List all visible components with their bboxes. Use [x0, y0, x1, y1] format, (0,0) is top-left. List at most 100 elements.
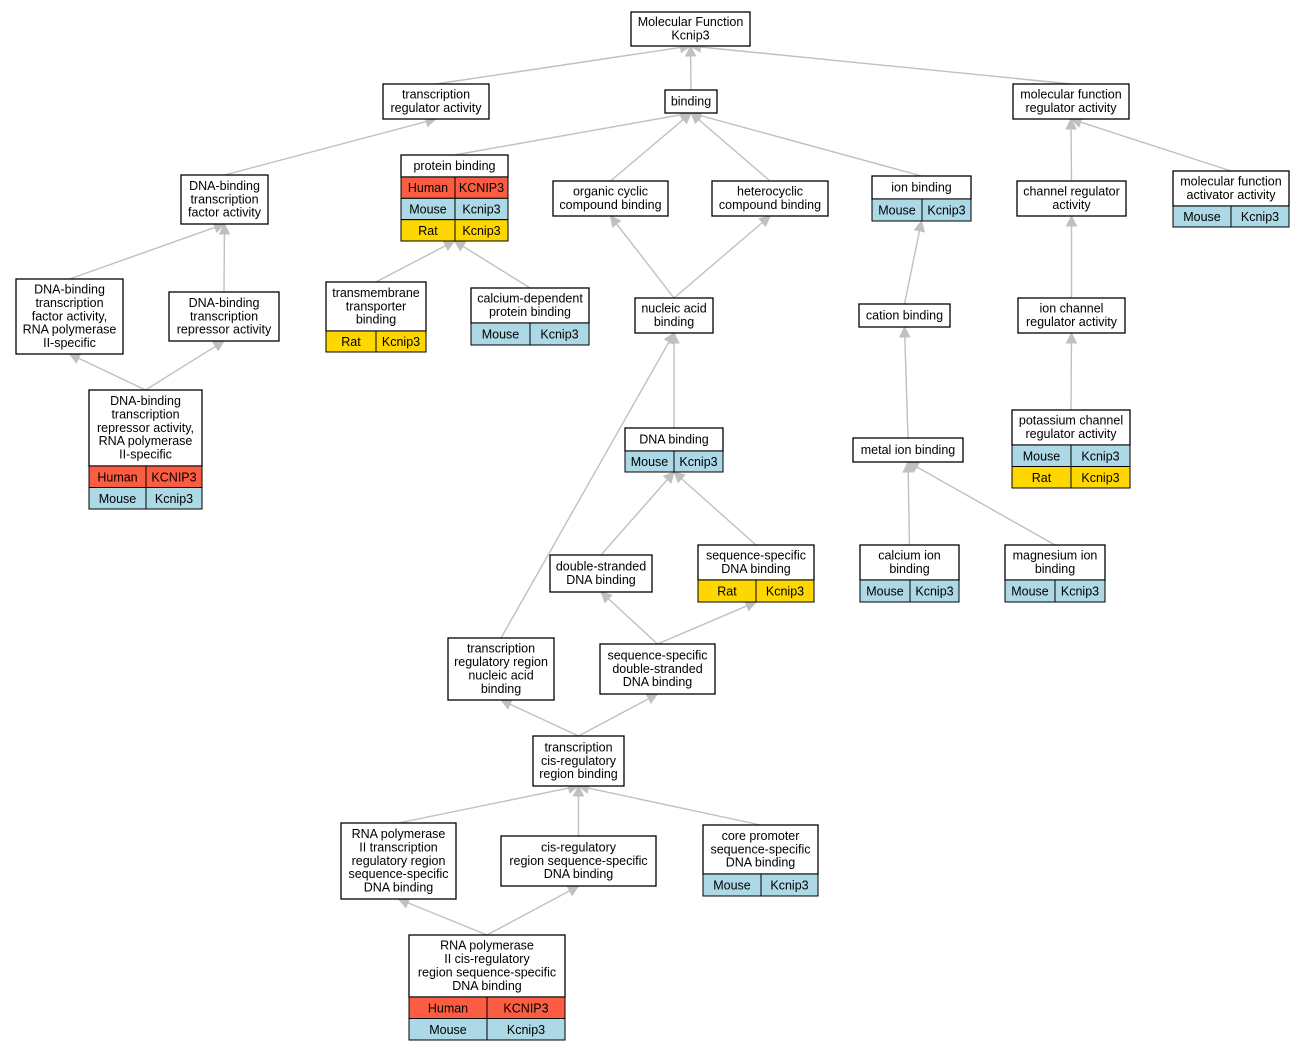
edge-dsdb-to-dnab: [600, 471, 675, 556]
edge-rp2cr-to-rp2tr: [397, 897, 488, 936]
edge-line: [462, 245, 531, 289]
node-label-box: [500, 835, 657, 887]
edge-dbtra2-to-dbtra: [145, 340, 225, 391]
edge-line: [78, 357, 146, 391]
gene-label: Kcnip3: [540, 328, 578, 342]
node-label-line: cation binding: [866, 308, 943, 322]
species-label: Mouse: [99, 492, 137, 506]
edge-tcrrb-to-ssdsdb: [578, 693, 659, 737]
node-label-box: [858, 303, 951, 328]
arrowhead-icon: [572, 784, 585, 797]
node-label-line: sequence-specific: [710, 842, 810, 856]
gene-cell: [673, 450, 724, 473]
node-bind[interactable]: binding: [664, 89, 718, 114]
edge-line: [500, 341, 670, 639]
node-label-line: calcium ion: [878, 549, 941, 563]
species-label: Mouse: [482, 328, 520, 342]
node-label-box: [532, 735, 625, 787]
arrowhead-icon: [673, 471, 686, 484]
node-label-line: transporter: [346, 299, 406, 313]
gene-label: Kcnip3: [382, 335, 420, 349]
arrowhead-icon: [902, 460, 914, 473]
node-label-line: DNA binding: [623, 675, 693, 689]
arrowhead-icon: [684, 44, 697, 57]
edge-nab-to-hcb: [673, 215, 771, 299]
gene-cell: [486, 1018, 566, 1041]
node-label-line: DNA-binding: [34, 282, 105, 296]
species-label: Mouse: [631, 455, 669, 469]
node-label-box: [1011, 409, 1131, 446]
node-label-line: transcription: [402, 88, 470, 102]
edge-cib-to-mib: [902, 460, 914, 546]
edge-dbtfa2-to-dbtfa: [69, 222, 226, 280]
arrowhead-icon: [679, 112, 692, 125]
edge-mfaa-to-mfra: [1069, 116, 1232, 172]
arrowhead-icon: [68, 353, 82, 364]
edge-pb-to-bind: [454, 109, 693, 156]
edge-ssdsdb-to-ssdb: [657, 600, 758, 645]
node-label-line: region sequence-specific: [418, 965, 556, 979]
node-label-line: repressor activity: [177, 323, 272, 337]
edge-line: [375, 245, 446, 283]
edge-rp2cr-to-crrss: [486, 885, 580, 936]
node-label-line: core promoter: [722, 829, 800, 843]
node-label-line: sequence-specific: [607, 648, 707, 662]
arrowhead-icon: [453, 240, 467, 252]
node-catb[interactable]: cation binding: [858, 303, 951, 328]
edge-cdpb-to-pb: [453, 240, 531, 289]
node-mib[interactable]: metal ion binding: [852, 437, 964, 463]
node-label-box: [168, 291, 280, 342]
node-label-box: [711, 180, 829, 217]
node-label-line: repressor activity,: [97, 421, 194, 435]
node-label-line: factor activity,: [32, 309, 107, 323]
gene-cell: [921, 198, 972, 222]
species-label: Mouse: [1011, 585, 1049, 599]
node-label-box: [1016, 180, 1127, 217]
gene-cell: [1230, 205, 1290, 228]
node-label-line: transmembrane: [332, 286, 420, 300]
edge-line: [578, 698, 649, 737]
node-label-box: [1004, 544, 1106, 581]
edge-dbtra2-to-dbtfa2: [68, 353, 146, 391]
node-label-line: metal ion binding: [861, 443, 956, 457]
node-label-line: DNA binding: [566, 573, 636, 587]
arrowhead-icon: [1065, 214, 1078, 227]
node-label-line: ion binding: [891, 180, 952, 194]
node-label-line: protein binding: [489, 305, 571, 319]
node-label-line: organic cyclic: [573, 185, 648, 199]
gene-cell: [145, 487, 203, 510]
node-label-line: transcription: [111, 407, 179, 421]
